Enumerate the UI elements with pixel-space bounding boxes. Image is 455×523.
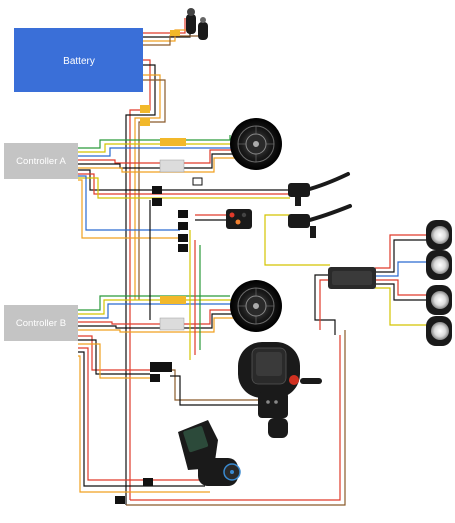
controller-a-block: Controller A: [4, 143, 78, 179]
headlight-2-icon: [426, 250, 452, 280]
connector-open: [192, 177, 203, 186]
connector-motor-b: [160, 296, 186, 304]
wire-battery-trunk: [125, 59, 166, 505]
connector-signal-3: [178, 234, 188, 242]
connector-hall-b: [159, 317, 185, 331]
connector-battery-1: [140, 105, 150, 113]
throttle-icon: [178, 420, 241, 486]
battery-block: Battery: [14, 28, 143, 92]
headlight-3-icon: [426, 285, 452, 315]
connectors: [115, 30, 203, 504]
connector-battery-2: [140, 118, 150, 126]
connector-signal-4: [178, 244, 188, 252]
wire-ctrla-motor: [78, 135, 240, 173]
connector-brake-a: [152, 186, 162, 194]
light-controller-icon: [328, 267, 376, 289]
connector-display-2: [150, 374, 160, 382]
hub-motor-rear-icon: [230, 280, 282, 332]
lcd-display-icon: [238, 342, 322, 438]
connector-throttle: [143, 478, 153, 486]
headlight-1-icon: [426, 220, 452, 250]
connector-bottom: [115, 496, 125, 504]
wire-ctrlb-bundle: [78, 295, 240, 333]
brake-lever-left-icon: [288, 172, 350, 206]
connector-motor-a: [160, 138, 186, 146]
connector-brake-b: [152, 198, 162, 206]
headlight-icon: [426, 220, 452, 346]
connector-display-1: [150, 362, 172, 372]
button-switch-icon: [226, 209, 252, 229]
brake-lever-right-icon: [288, 204, 352, 238]
connector-battery-key: [170, 30, 180, 36]
controller-b-block: Controller B: [4, 305, 78, 341]
wire-cross-links: [149, 200, 201, 360]
wire-light-controller: [314, 234, 430, 335]
controller-b-label: Controller B: [16, 318, 66, 329]
ignition-key-icon: [186, 8, 208, 40]
controller-a-label: Controller A: [16, 156, 66, 167]
hub-motor-front-icon: [230, 118, 282, 170]
connector-signal-2: [178, 222, 188, 230]
connector-signal-1: [178, 210, 188, 218]
connector-hall-a: [159, 159, 185, 173]
headlight-4-icon: [426, 316, 452, 346]
battery-label: Battery: [63, 56, 95, 67]
